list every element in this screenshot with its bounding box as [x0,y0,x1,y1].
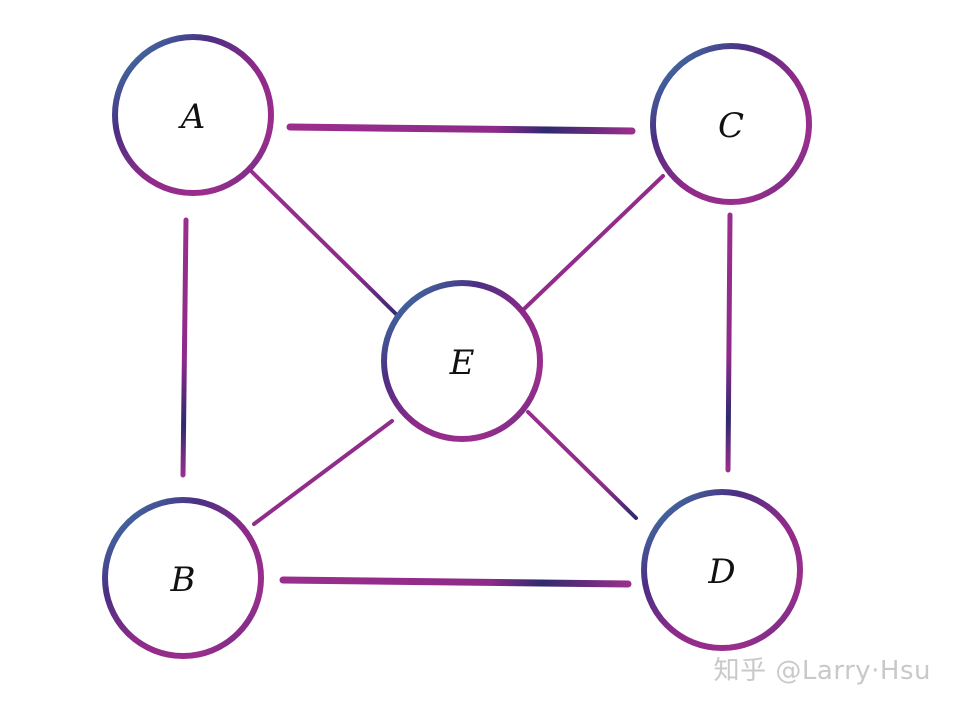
node-label-d: D [707,552,735,592]
node-e: E [381,280,543,442]
edges-layer [180,123,733,588]
edge-a-e [248,168,402,320]
edge-a-b [180,217,189,478]
node-ring-e [381,280,543,442]
node-label-c: C [718,106,744,146]
node-ring-b [102,497,264,659]
node-ring-d [641,489,803,651]
node-b: B [102,497,264,659]
watermark-text: 知乎 @Larry·Hsu [713,656,931,686]
node-d: D [641,489,803,651]
edge-c-e [522,174,665,311]
edge-a-c [286,123,636,135]
edge-b-d [279,576,632,588]
edge-c-d [725,212,733,473]
node-ring-a [112,34,274,196]
edge-d-e [526,410,638,520]
node-a: A [112,34,274,196]
node-label-e: E [449,343,475,383]
node-label-b: B [170,560,196,600]
node-c: C [650,43,812,205]
edge-b-e [252,419,394,526]
node-ring-c [650,43,812,205]
nodes-layer: A C E B D [102,34,812,659]
node-label-a: A [178,97,206,137]
